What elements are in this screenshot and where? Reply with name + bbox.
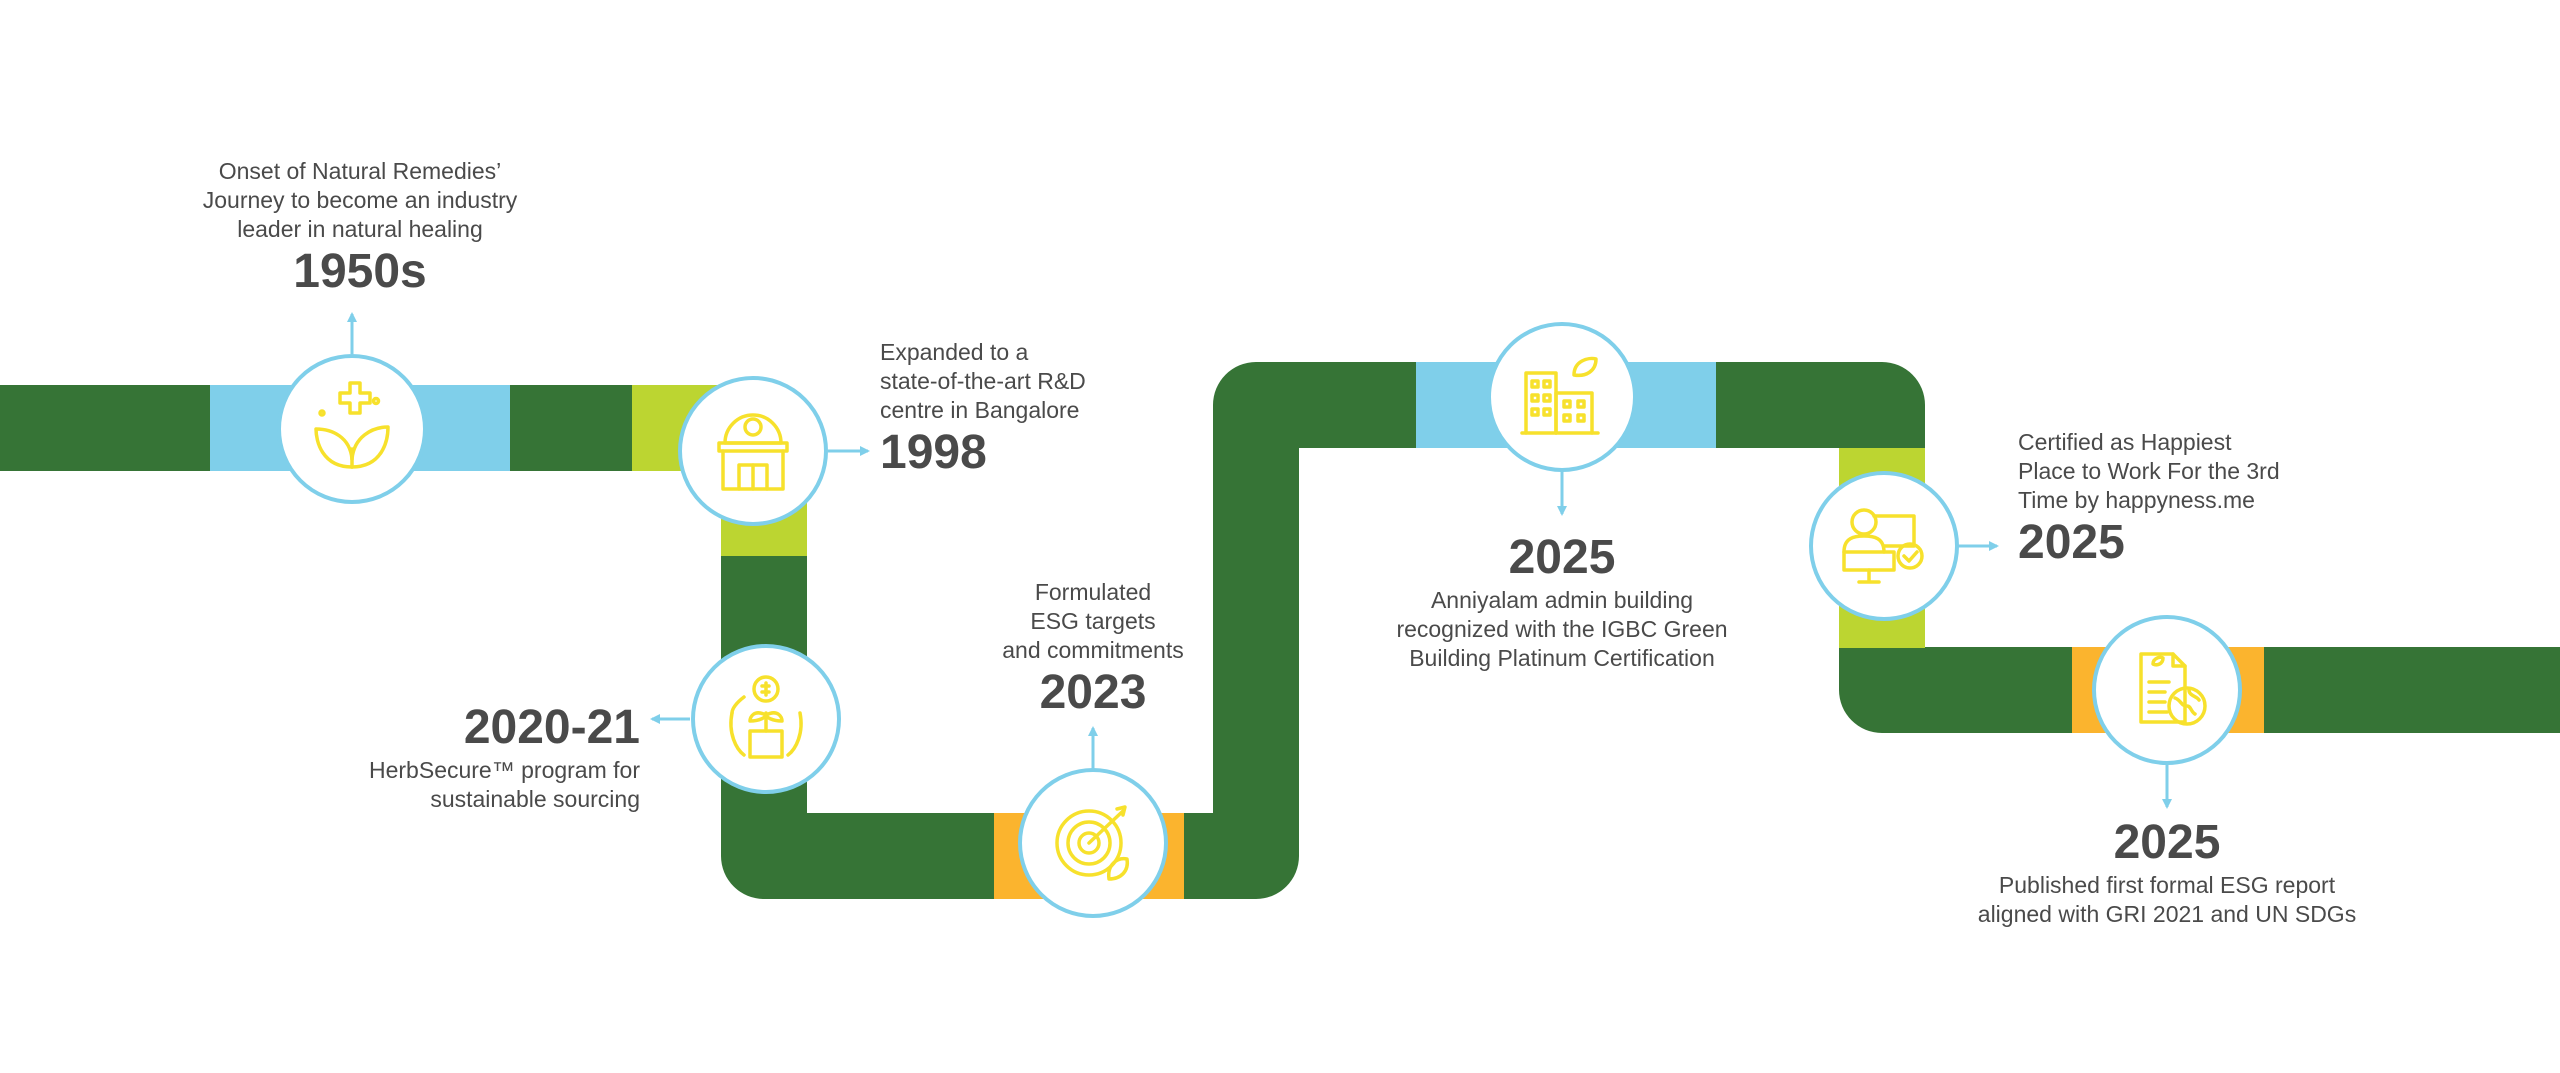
herbal-medicine-icon bbox=[314, 381, 390, 469]
milestone-2023-year: 2023 bbox=[1039, 666, 1147, 719]
desc-line: centre in Bangalore bbox=[880, 397, 1080, 423]
milestone-2020: 2020-21 HerbSecure™ program for sustaina… bbox=[240, 700, 640, 814]
desc-line: Formulated bbox=[1034, 579, 1152, 605]
milestone-2025c: 2025 Published first formal ESG report a… bbox=[1937, 815, 2397, 929]
milestone-2025b-description: Certified as Happiest Place to Work For … bbox=[2018, 428, 2358, 515]
desc-line: ESG targets bbox=[1030, 608, 1156, 634]
milestone-2025c-year: 2025 bbox=[2113, 816, 2221, 869]
milestone-2023-description: Formulated ESG targets and commitments bbox=[935, 578, 1251, 665]
desc-line: Time by happyness.me bbox=[2018, 487, 2255, 513]
desc-line: Published first formal ESG report bbox=[1998, 872, 2336, 898]
desc-line: aligned with GRI 2021 and UN SDGs bbox=[1977, 901, 2357, 927]
desc-line: Expanded to a bbox=[880, 339, 1029, 365]
milestone-circle-1998 bbox=[678, 376, 828, 526]
desc-line: recognized with the IGBC Green bbox=[1396, 616, 1728, 642]
desc-line: Onset of Natural Remedies’ bbox=[218, 158, 502, 184]
desc-line: Journey to become an industry bbox=[202, 187, 518, 213]
milestone-circle-2023 bbox=[1018, 768, 1168, 918]
desc-line: Building Platinum Certification bbox=[1409, 645, 1715, 671]
milestone-1998: Expanded to a state-of-the-art R&D centr… bbox=[880, 338, 1200, 481]
milestone-circle-2020 bbox=[691, 644, 841, 794]
desc-line: sustainable sourcing bbox=[430, 786, 640, 812]
sustainable-growth-icon bbox=[729, 675, 803, 759]
happy-workplace-icon bbox=[1842, 508, 1924, 584]
desc-line: state-of-the-art R&D bbox=[880, 368, 1086, 394]
desc-line: HerbSecure™ program for bbox=[369, 757, 640, 783]
milestone-1950s: Onset of Natural Remedies’ Journey to be… bbox=[160, 157, 560, 300]
milestone-2020-year: 2020-21 bbox=[463, 701, 640, 754]
milestone-1998-year: 1998 bbox=[880, 426, 987, 479]
green-building-icon bbox=[1520, 356, 1600, 435]
milestone-2023: Formulated ESG targets and commitments 2… bbox=[935, 578, 1251, 721]
milestone-2020-description: HerbSecure™ program for sustainable sour… bbox=[240, 756, 640, 814]
esg-report-icon bbox=[2139, 652, 2207, 726]
milestone-circle-1950s bbox=[277, 354, 427, 504]
desc-line: leader in natural healing bbox=[237, 216, 483, 242]
target-icon bbox=[1055, 805, 1130, 881]
desc-line: and commitments bbox=[1002, 637, 1184, 663]
milestone-2025b: Certified as Happiest Place to Work For … bbox=[2018, 428, 2358, 571]
milestone-circle-2025c bbox=[2092, 615, 2242, 765]
research-centre-icon bbox=[717, 413, 789, 491]
milestone-2025a: 2025 Anniyalam admin building recognized… bbox=[1352, 530, 1772, 673]
milestone-circle-2025b bbox=[1809, 471, 1959, 621]
milestone-1950s-description: Onset of Natural Remedies’ Journey to be… bbox=[160, 157, 560, 244]
milestone-1950s-year: 1950s bbox=[293, 245, 427, 298]
milestone-2025c-description: Published first formal ESG report aligne… bbox=[1937, 871, 2397, 929]
milestone-2025b-year: 2025 bbox=[2018, 516, 2125, 569]
desc-line: Certified as Happiest bbox=[2018, 429, 2232, 455]
milestone-1998-description: Expanded to a state-of-the-art R&D centr… bbox=[880, 338, 1200, 425]
milestone-2025a-year: 2025 bbox=[1508, 531, 1616, 584]
desc-line: Place to Work For the 3rd bbox=[2018, 458, 2280, 484]
milestone-2025a-description: Anniyalam admin building recognized with… bbox=[1352, 586, 1772, 673]
desc-line: Anniyalam admin building bbox=[1430, 587, 1694, 613]
milestone-circle-2025a bbox=[1487, 322, 1637, 472]
